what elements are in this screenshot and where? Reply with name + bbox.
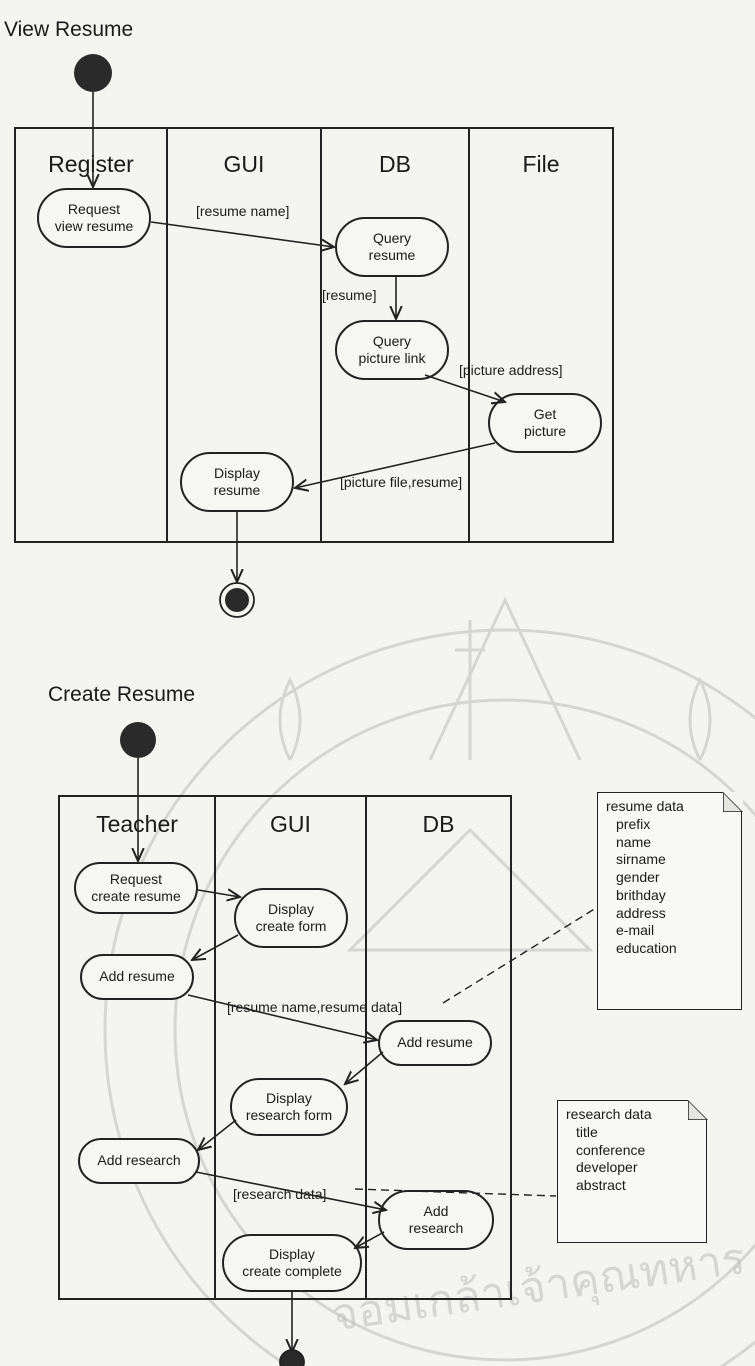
view-start-node — [74, 54, 112, 92]
create-start-node — [120, 722, 156, 758]
query-resume-activity: Query resume — [335, 217, 449, 277]
note-item: name — [616, 833, 652, 850]
query-picture-link-activity: Query picture link — [335, 320, 449, 380]
guard-resume-name-resume-data: [resume name,resume data] — [227, 999, 403, 1015]
add-research-db-activity: Add research — [378, 1190, 494, 1250]
create-resume-title: Create Resume — [48, 683, 196, 706]
add-resume-db-activity: Add resume — [378, 1020, 492, 1066]
note-item: e-mail — [616, 922, 655, 939]
lane-teacher: Teacher — [60, 797, 216, 1298]
display-create-complete-activity: Display create complete — [222, 1234, 362, 1292]
edge-get-picture-to-display — [295, 442, 496, 488]
lane-register: Register — [16, 129, 168, 541]
request-create-resume-activity: Request create resume — [74, 862, 198, 914]
edge-add-research-to-db — [195, 1171, 386, 1210]
guard-resume: [resume] — [322, 287, 377, 303]
display-research-form-activity: Display research form — [230, 1078, 348, 1136]
note-item: prefix — [616, 815, 651, 832]
note-fold-corner — [722, 791, 743, 812]
view-end-node — [219, 582, 255, 618]
note-item: brithday — [616, 886, 666, 903]
edge-db-to-display-complete — [355, 1231, 385, 1248]
guard-picture-file-resume: [picture file,resume] — [340, 474, 463, 490]
lane-gui: GUI — [168, 129, 322, 541]
guard-research-data: [research data] — [233, 1186, 327, 1202]
note-item: sirname — [616, 851, 666, 868]
note-item: abstract — [576, 1177, 626, 1194]
view-resume-title: View Resume — [4, 18, 134, 41]
resume-data-note: resume data prefix name sirname gender b… — [597, 791, 743, 1010]
edge-display-form-to-add-resume — [192, 934, 239, 960]
edge-add-resume-to-db — [187, 994, 377, 1040]
lane-gui: GUI — [216, 797, 367, 1298]
view-end-node-core — [225, 588, 249, 612]
research-data-note-title: research data — [566, 1106, 652, 1122]
add-resume-teacher-activity: Add resume — [80, 954, 194, 1000]
create-end-node — [279, 1349, 305, 1366]
request-view-resume-activity: Request view resume — [37, 188, 151, 248]
view-resume-swimlanes: Register GUI DB File — [14, 127, 614, 543]
note-item: education — [616, 940, 677, 957]
get-picture-activity: Get picture — [488, 393, 602, 453]
edge-research-form-to-add-research — [198, 1119, 237, 1150]
research-note-anchor — [354, 1188, 557, 1197]
note-item: developer — [576, 1159, 638, 1176]
note-fold-corner — [687, 1099, 708, 1120]
research-data-note: research data title conference developer… — [557, 1099, 708, 1243]
lane-file: File — [522, 151, 560, 177]
guard-resume-name: [resume name] — [196, 203, 290, 219]
add-research-teacher-activity: Add research — [78, 1138, 200, 1184]
edge-request-to-display-form — [197, 890, 240, 897]
note-item: title — [576, 1123, 598, 1140]
lane-db: DB — [422, 811, 455, 837]
note-item: address — [616, 904, 666, 921]
display-create-form-activity: Display create form — [234, 888, 348, 948]
edge-link-to-get-picture — [424, 374, 505, 402]
lane-db: DB — [322, 129, 470, 541]
edge-request-to-query — [150, 221, 334, 247]
note-item: conference — [576, 1141, 646, 1158]
create-resume-swimlanes: Teacher GUI DB — [58, 795, 512, 1300]
note-item: gender — [616, 869, 660, 886]
resume-data-note-title: resume data — [606, 798, 684, 814]
resume-note-anchor — [442, 907, 597, 1004]
edge-db-to-display-research-form — [345, 1051, 384, 1084]
guard-picture-address: [picture address] — [459, 362, 563, 378]
